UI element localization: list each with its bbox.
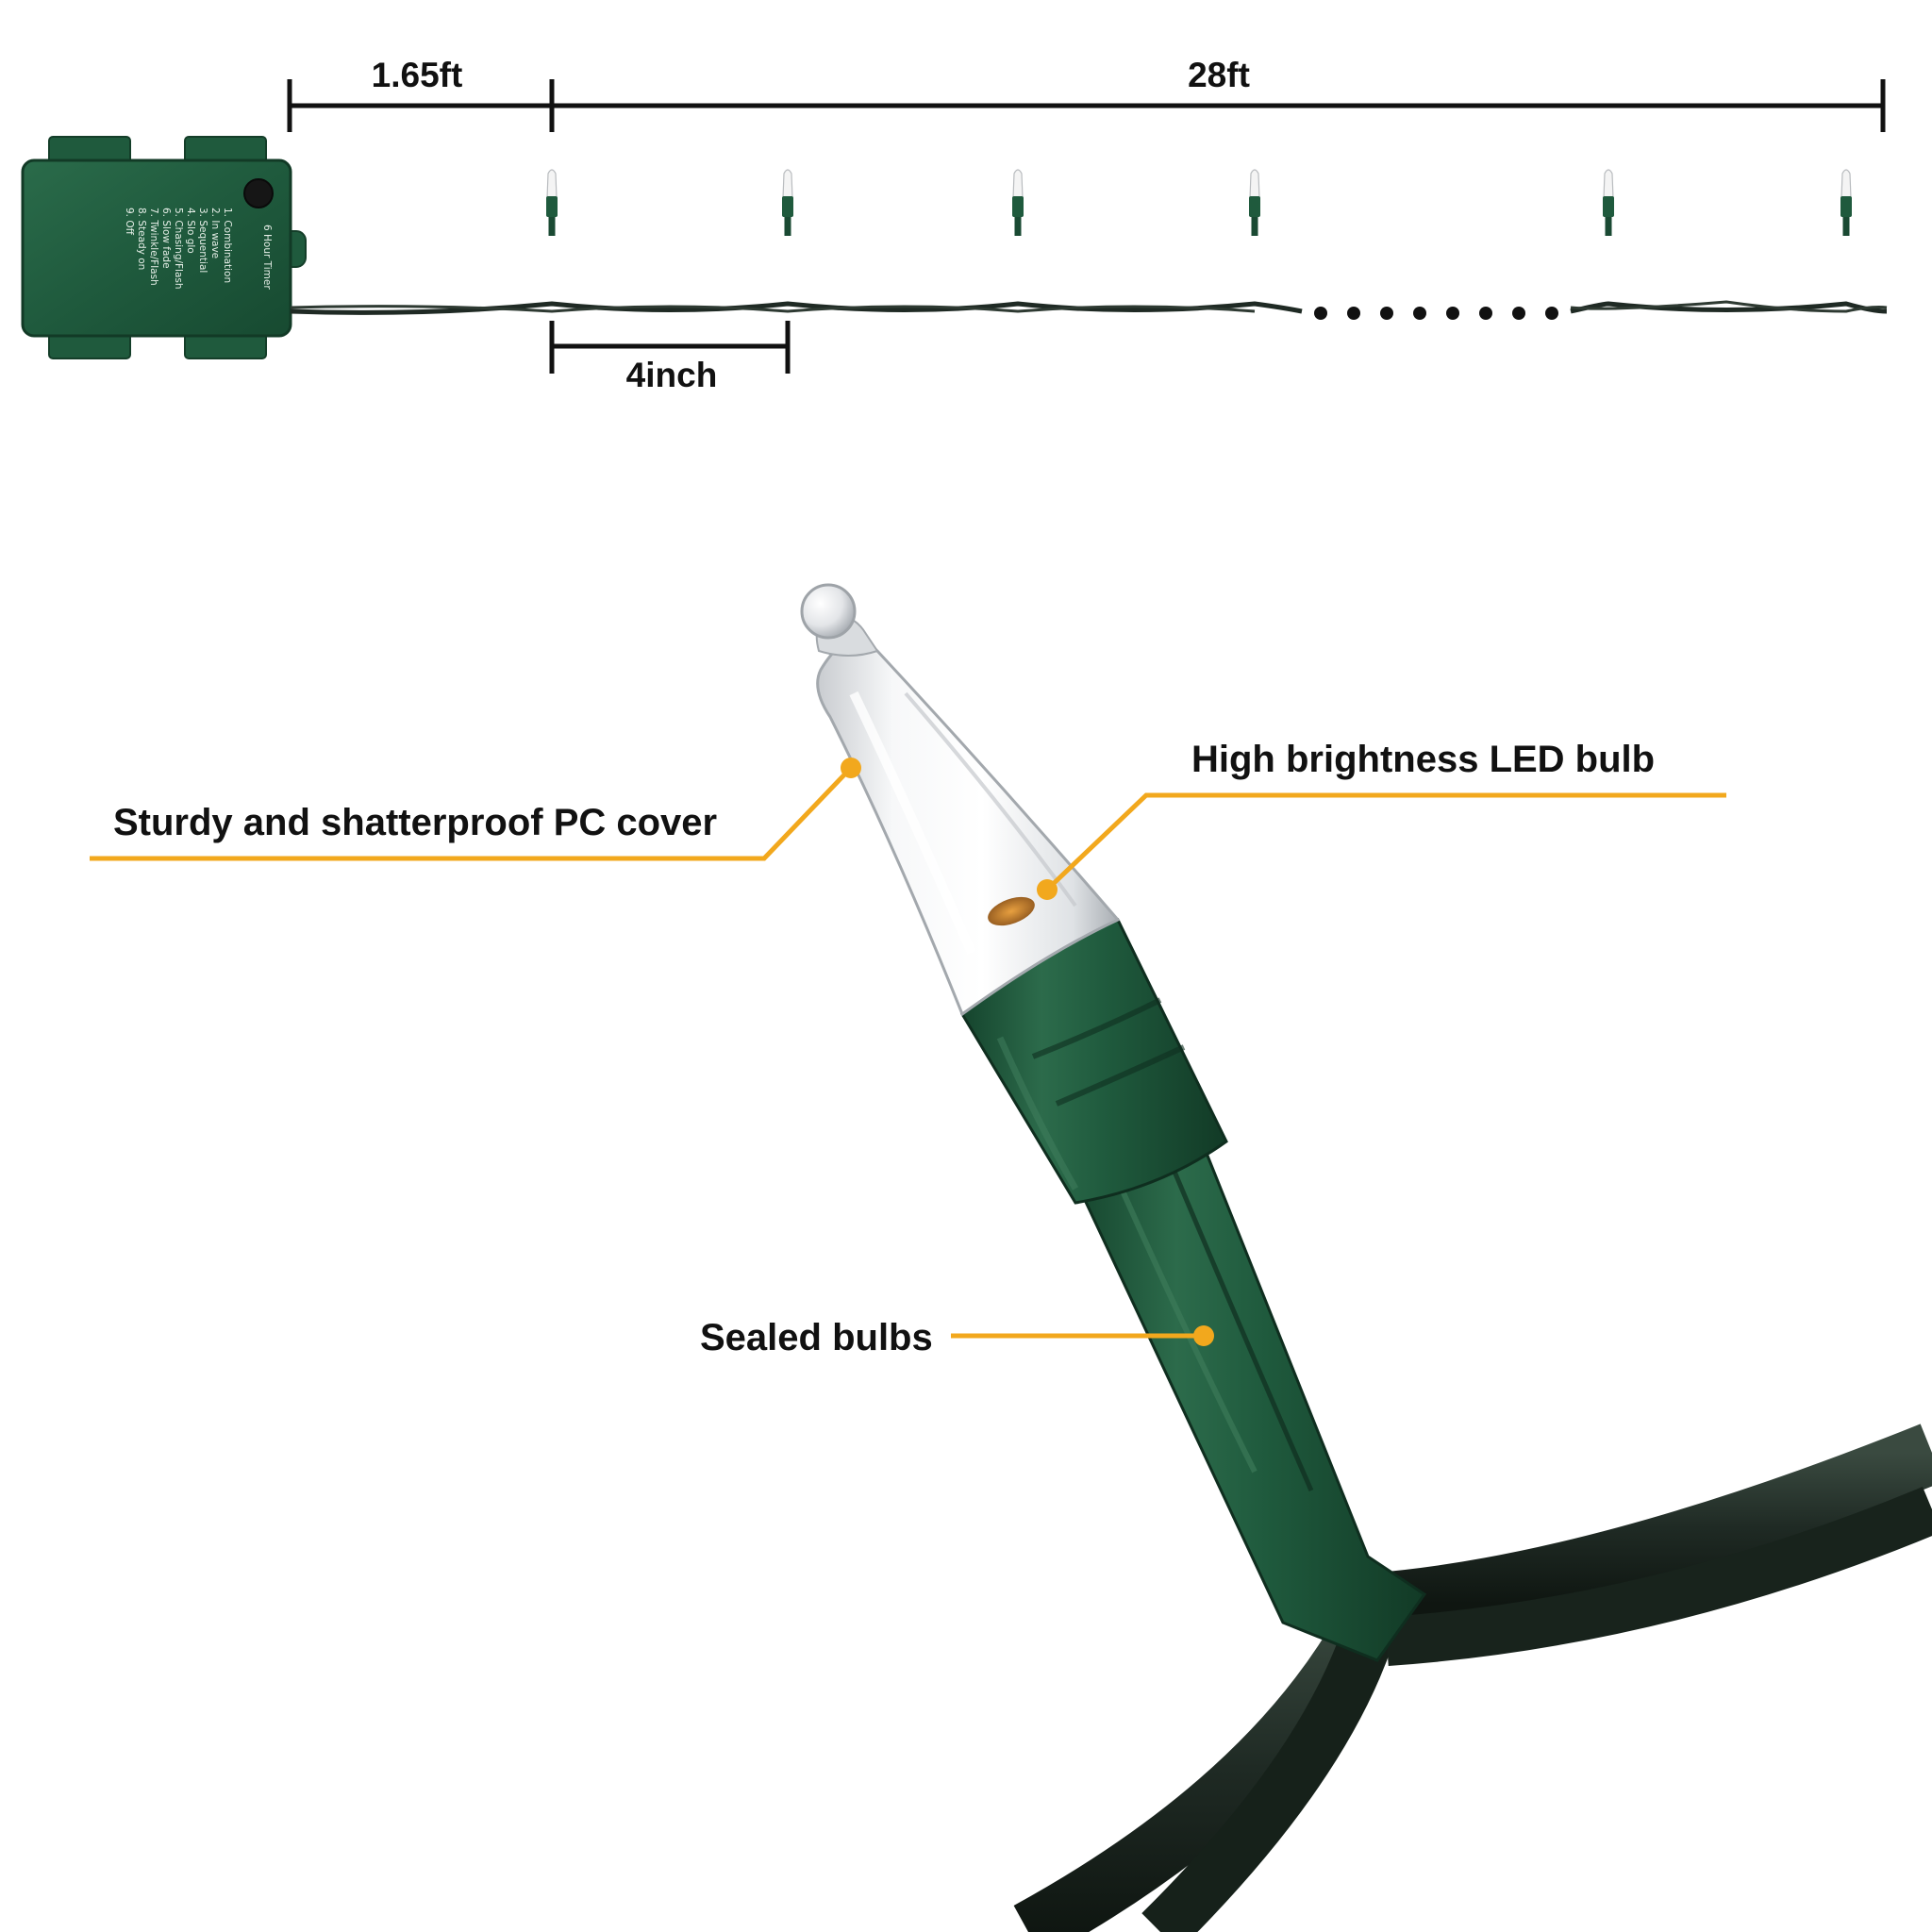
light-string (290, 169, 1888, 320)
continuation-dots (1314, 307, 1558, 320)
string-bulb (1248, 169, 1261, 237)
lead-length-label: 1.65ft (372, 56, 463, 94)
battery-box: 6 Hour Timer 1. Combination 2. In wave 3… (21, 136, 307, 359)
mode-item: 2. In wave (209, 208, 221, 258)
mode-item: 8. Steady on (136, 208, 147, 270)
dimension-string: 28ft (552, 56, 1886, 132)
callout-cover: Sturdy and shatterproof PC cover (90, 758, 861, 861)
mode-item: 6. Slow fade (160, 208, 172, 269)
dimension-spacing: 4inch (549, 321, 791, 394)
bulb-closeup (800, 583, 1932, 1932)
string-bulb (1840, 169, 1853, 237)
callout-sealed: Sealed bulbs (700, 1317, 1214, 1358)
string-bulb (1602, 169, 1615, 237)
callout-led-label: High brightness LED bulb (1191, 739, 1655, 780)
mode-item: 4. Slo glo (185, 208, 196, 254)
power-button-icon (243, 178, 274, 208)
string-length-label: 28ft (1188, 56, 1250, 94)
mode-item: 7. Twinkle/Flash (148, 208, 159, 286)
mode-item: 9. Off (124, 208, 135, 236)
callout-cover-label: Sturdy and shatterproof PC cover (113, 802, 717, 843)
string-bulb (545, 169, 558, 237)
callout-sealed-label: Sealed bulbs (700, 1317, 933, 1358)
mode-item: 3. Sequential (197, 208, 208, 273)
bulb-spacing-label: 4inch (626, 356, 718, 394)
timer-label: 6 Hour Timer (261, 225, 273, 290)
led-filament (988, 896, 1035, 926)
string-bulb (781, 169, 794, 237)
mode-item: 5. Chasing/Flash (173, 208, 184, 290)
callout-led: High brightness LED bulb (1037, 739, 1726, 900)
dimension-lead: 1.65ft (287, 56, 555, 132)
string-bulb (1011, 169, 1024, 237)
mode-item: 1. Combination (222, 208, 233, 283)
